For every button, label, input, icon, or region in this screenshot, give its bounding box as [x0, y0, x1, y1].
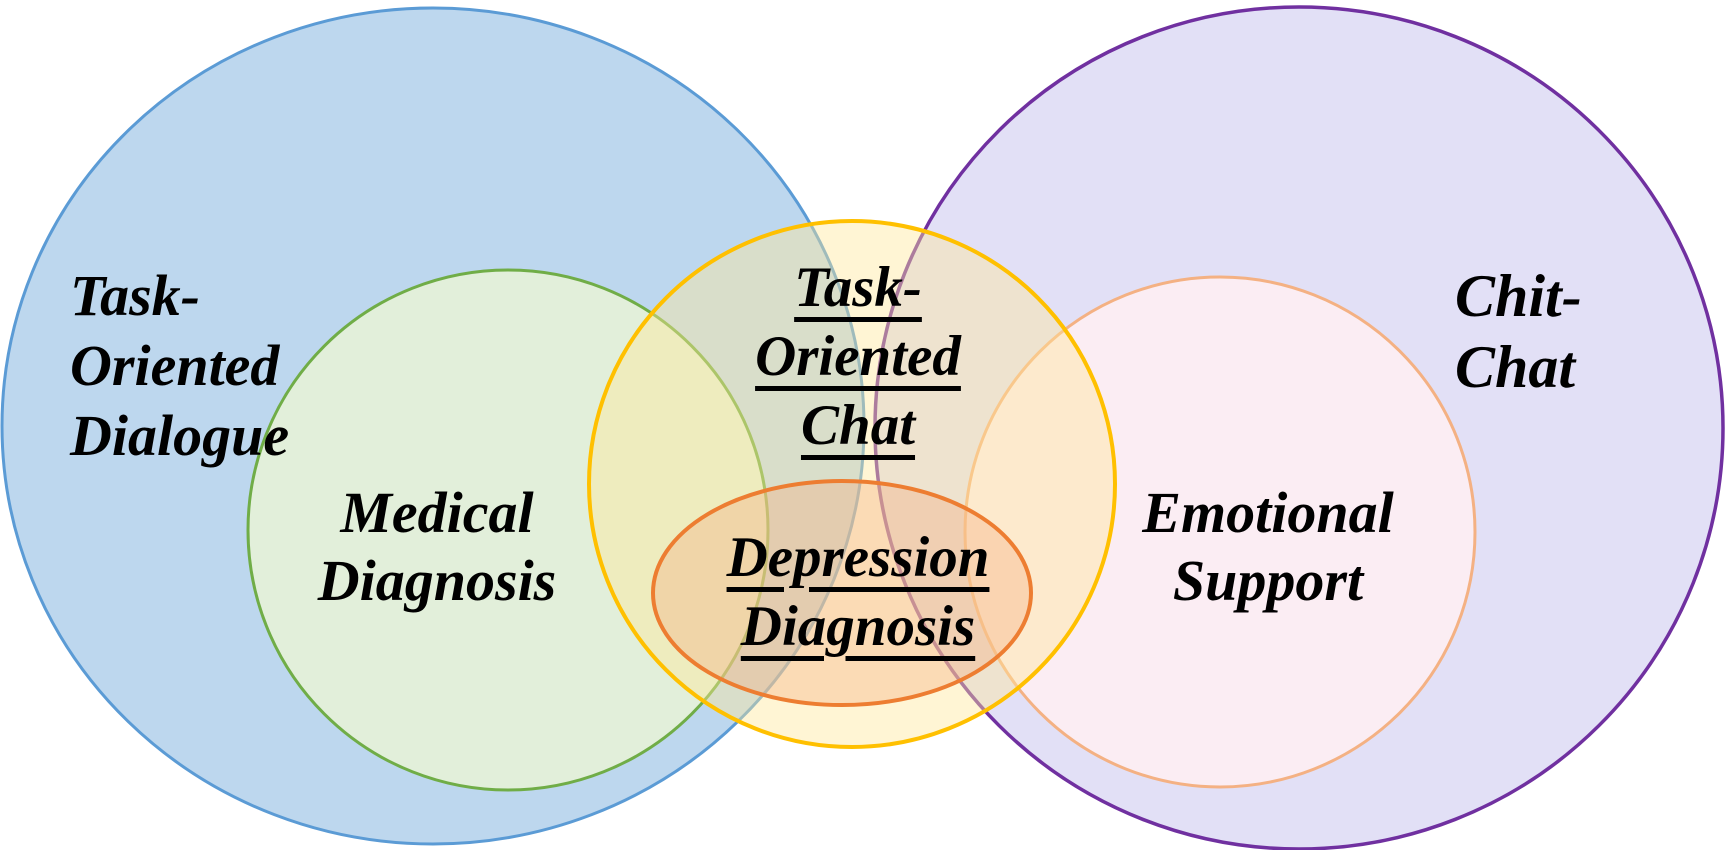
- task-oriented-dialogue-label: Task- Oriented Dialogue: [70, 263, 290, 468]
- task-oriented-chat-label: Task- Oriented Chat: [755, 256, 961, 457]
- emotional-support-label: Emotional Support: [1142, 480, 1394, 613]
- medical-diagnosis-label: Medical Diagnosis: [317, 480, 557, 613]
- emotional-support-circle: [963, 275, 1477, 789]
- chit-chat-label: Chit- Chat: [1455, 263, 1582, 400]
- task-oriented-chat-circle: [587, 219, 1117, 749]
- depression-diagnosis-label: Depression Diagnosis: [726, 526, 990, 658]
- depression-diagnosis-ellipse: [651, 479, 1033, 707]
- medical-diagnosis-circle: [246, 268, 770, 792]
